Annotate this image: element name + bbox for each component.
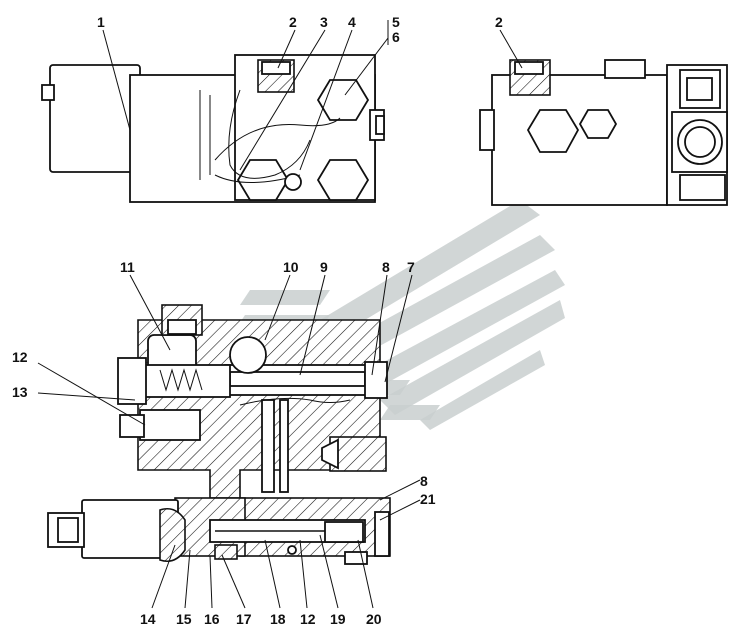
callout-9: 9 — [320, 259, 328, 275]
callout-6: 6 — [392, 29, 400, 45]
callout-2: 2 — [289, 14, 297, 30]
callout-14: 14 — [140, 611, 156, 627]
callout-10: 10 — [283, 259, 299, 275]
side-view — [479, 59, 728, 206]
callout-15: 15 — [176, 611, 192, 627]
callout-17: 17 — [236, 611, 252, 627]
callout-12-bottom: 12 — [300, 611, 316, 627]
callout-16: 16 — [204, 611, 220, 627]
top-view — [41, 54, 385, 203]
callout-21: 21 — [420, 491, 436, 507]
callout-2-side: 2 — [495, 14, 503, 30]
callout-11: 11 — [120, 259, 135, 275]
leader-lines — [37, 20, 523, 609]
callout-19: 19 — [330, 611, 346, 627]
callouts: 1 2 3 4 5 6 2 11 10 9 8 7 12 13 8 21 14 … — [12, 14, 503, 627]
callout-7: 7 — [407, 259, 415, 275]
plug-connector — [284, 173, 302, 191]
spool-9 — [229, 371, 366, 387]
solenoid-cap — [41, 84, 55, 101]
hex-plug — [316, 159, 370, 201]
callout-12-left: 12 — [12, 349, 28, 365]
callout-8: 8 — [382, 259, 390, 275]
callout-1: 1 — [97, 14, 105, 30]
callout-20: 20 — [366, 611, 382, 627]
section-view — [47, 304, 391, 565]
callout-8-right: 8 — [420, 473, 428, 489]
callout-13: 13 — [12, 384, 28, 400]
hex-plug — [526, 109, 580, 153]
callout-5: 5 — [392, 14, 400, 30]
callout-18: 18 — [270, 611, 286, 627]
callout-4: 4 — [348, 14, 356, 30]
callout-3: 3 — [320, 14, 328, 30]
